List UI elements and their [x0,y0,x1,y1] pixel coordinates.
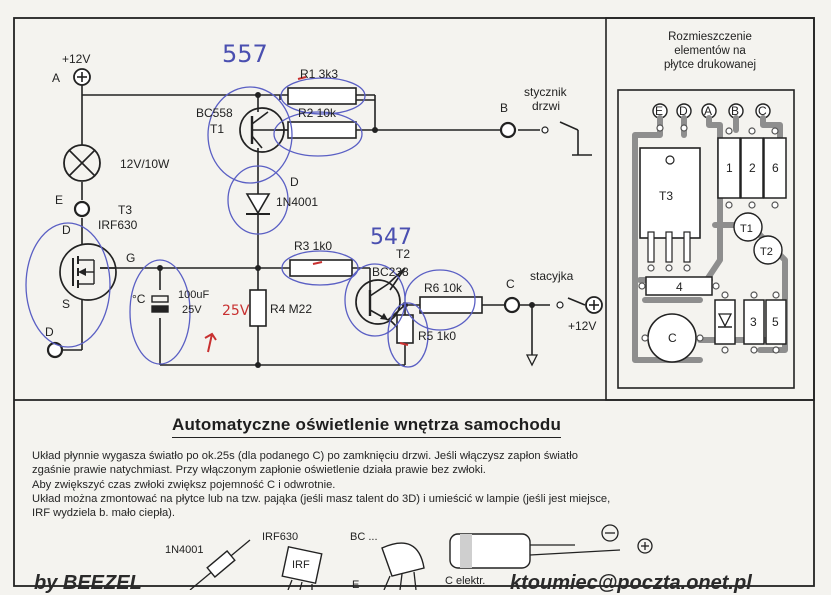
article-description: Układ płynnie wygasza światło po ok.25s … [32,449,792,520]
resistor-r6 [419,296,483,314]
label-door-switch-l2: drzwi [532,99,560,113]
label-node-c: C [506,277,515,291]
pcb-label-r1: 1 [726,161,733,175]
terminal-a [73,68,91,86]
pcb-pad-d: D [679,104,688,118]
resistor-r2 [287,121,357,139]
label-door-switch-l1: stycznik [524,85,568,99]
pcb-label-t1: T1 [740,223,753,235]
hand-note-25v: 25V [222,303,250,319]
pcb-caption-line: Rozmieszczenie [668,31,752,43]
pcb-label-r4: 4 [676,280,683,294]
description-line: Układ płynnie wygasza światło po ok.25s … [32,450,578,462]
description-line: Aby zwiększyć czas zwłoki zwiększ pojemn… [32,478,336,491]
label-source: S [62,297,70,311]
hand-note-557: 557 [222,40,268,68]
label-cap-voltage: 25V [182,304,202,316]
label-ignition: stacyjka [530,269,574,283]
resistor-r4 [249,289,267,327]
description-line: IRF wydziela b. mało ciepła). [32,507,176,520]
hand-note-547: 547 [370,225,412,250]
label-node-a: A [52,71,60,85]
pcb-label-r5: 5 [772,315,779,329]
transistor-t1 [239,107,288,153]
pcb-label-cap: C [668,331,677,345]
capacitor-c [151,295,169,313]
label-t3-type: IRF630 [98,218,138,232]
pcb-label-t2: T2 [760,246,773,258]
part-label-irf630: IRF630 [262,531,298,543]
pcb-pad-e: E [655,104,663,118]
label-cap-temp: °C [132,292,146,306]
pen-annotations [25,76,476,368]
footer-email: ktoumiec@poczta.onet.pl [510,572,752,594]
footer-author: by BEEZEL [34,572,142,594]
label-t3-ref: T3 [118,203,132,217]
label-r5: R5 1k0 [418,329,456,343]
part-label-irf-body: IRF [292,559,310,571]
terminal-d [46,341,64,359]
label-t2-type: BC238 [372,265,409,279]
label-r2: R2 10k [298,106,337,120]
label-t1-ref: T1 [210,122,224,136]
part-label-e: E [352,579,359,590]
pcb-caption-line: płytce drukowanej [663,59,757,71]
pcb-label-r6: 6 [772,161,779,175]
pcb-label-t3: T3 [659,189,673,203]
door-switch-contact [541,126,549,134]
label-t2-ref: T2 [396,247,410,261]
terminal-plus12v-right [585,296,603,314]
pcb-label-r2: 2 [749,161,756,175]
pcb-layout [632,103,788,363]
pcb-pad-a: A [704,104,712,118]
label-diode-type: 1N4001 [276,195,318,209]
label-lamp: 12V/10W [120,157,170,171]
description-line: zgaśnie prawie natychmiast. Przy włączon… [32,464,486,477]
label-plus12v: +12V [62,52,90,66]
label-cap-value: 100uF [178,289,209,301]
resistor-r1 [287,87,357,105]
terminal-e [73,200,91,218]
description-line: Układ można zmontować na płytce lub na t… [32,492,611,505]
mosfet-t3 [59,243,117,301]
label-r4: R4 M22 [270,302,312,316]
ignition-switch-contact [556,301,564,309]
part-label-1n4001: 1N4001 [165,544,204,556]
parts-sketches [189,524,653,590]
label-r1: R1 3k3 [300,67,338,81]
terminal-b [499,121,517,139]
part-label-celektr: C elektr. [445,575,485,587]
resistor-r5 [396,314,414,344]
label-r3: R3 1k0 [294,239,332,253]
pcb-caption: Rozmieszczenie elementów na płytce druko… [630,30,790,72]
resistor-r3 [289,259,353,277]
label-r6: R6 10k [424,281,463,295]
label-t1-type: BC558 [196,106,233,120]
pcb-pad-c: C [758,104,767,118]
label-diode-ref: D [290,175,299,189]
label-gate: G [126,251,135,265]
diode-d [245,193,271,215]
part-label-bc: BC ... [350,531,378,543]
pcb-caption-line: elementów na [674,45,746,57]
terminal-c [503,296,521,314]
article-title: Automatyczne oświetlenie wnętrza samocho… [172,415,562,438]
label-plus12v-right: +12V [568,319,596,333]
label-node-d: D [45,325,54,339]
transistor-t2 [355,267,406,325]
lamp-symbol [63,144,101,182]
label-node-b: B [500,101,508,115]
pcb-pad-b: B [731,104,739,118]
label-pin-d: D [62,223,71,237]
pcb-label-r3: 3 [750,315,757,329]
label-node-e: E [55,193,63,207]
